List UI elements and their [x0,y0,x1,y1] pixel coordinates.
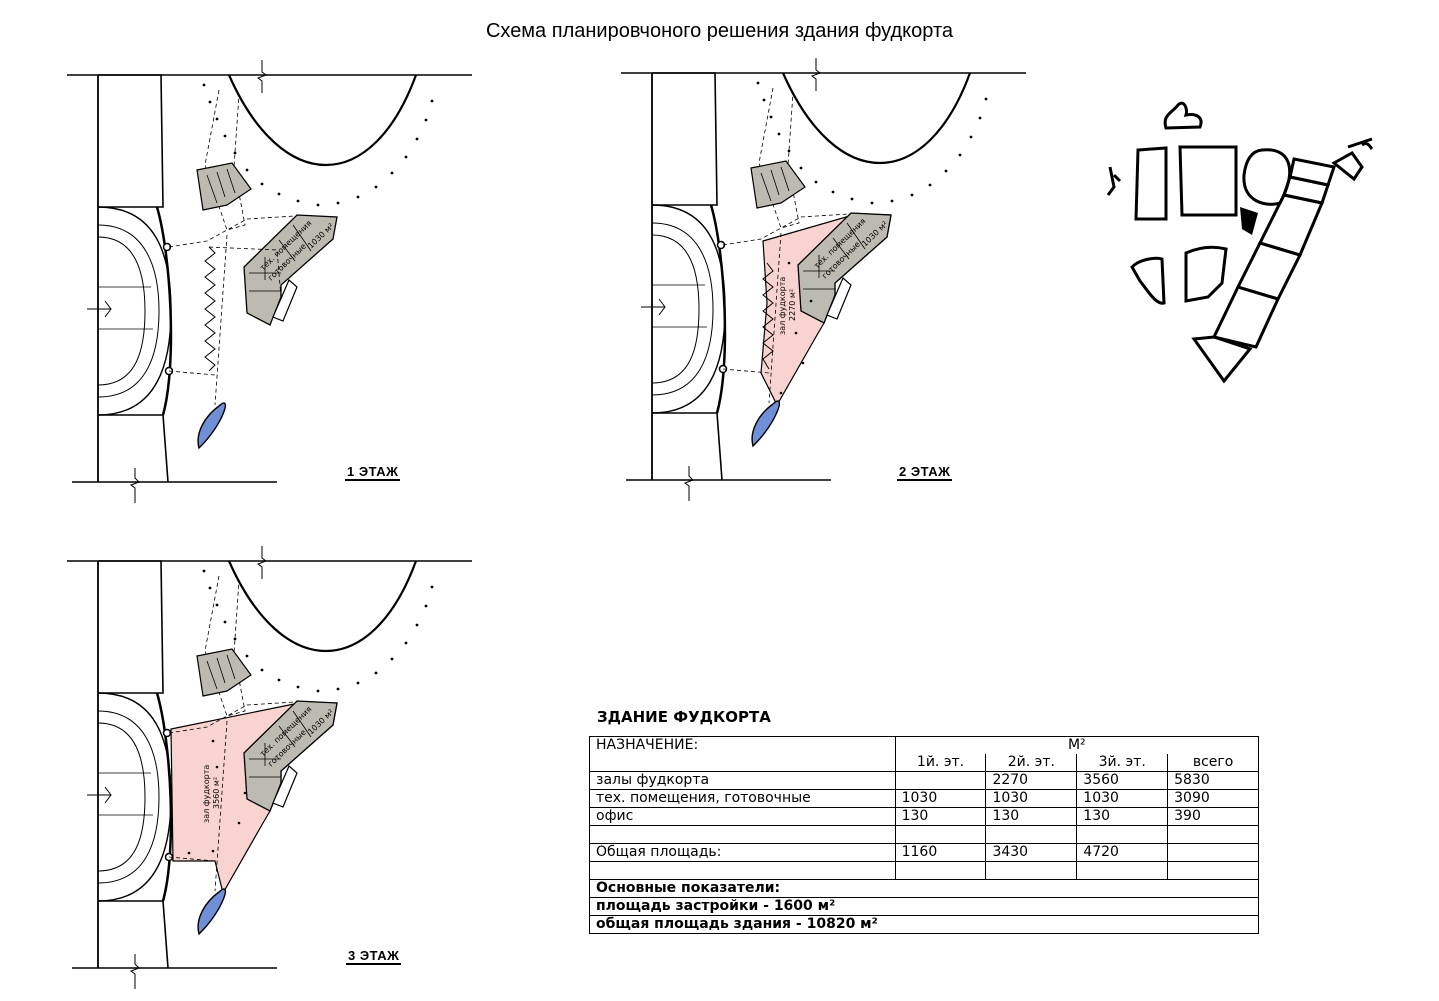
table-spacer-row [589,861,1259,880]
cell: 3090 [1167,789,1259,808]
hall-area: 3560 м² [212,777,221,809]
total-name: Общая площадь: [589,843,896,862]
row-name: тех. помещения, готовочные [589,789,896,808]
site-key-plan [1106,101,1374,384]
footprint-area: площадь застройки - 1600 м² [589,897,1259,916]
column-header: 3й. эт. [1076,754,1169,772]
table-header-row: НАЗНАЧЕНИЕ: М² [589,736,1260,754]
cell [894,771,987,790]
area-table: НАЗНАЧЕНИЕ: М² 1й. эт. 2й. эт. 3й. эт. в… [589,736,1260,934]
cell: 4720 [1076,843,1169,862]
table-row: тех. помещения, готовочные 1030 1030 103… [589,789,1259,808]
hall-label: зал фудкорта [778,277,787,335]
cell: 130 [1076,807,1169,826]
cell: 1030 [985,789,1078,808]
floor-label-2: 2 ЭТАЖ [897,464,953,481]
cell: 1030 [894,789,987,808]
row-name: офис [589,807,896,826]
hall-label: зал фудкорта [202,765,211,823]
gross-area-row: общая площадь здания - 10820 м² [589,915,1259,934]
table-total-row: Общая площадь: 1160 3430 4720 [589,843,1259,862]
table-heading: ЗДАНИЕ ФУДКОРТА [597,708,771,726]
unit-header: М² [894,736,1260,754]
table-columns-row: 1й. эт. 2й. эт. 3й. эт. всего [589,754,1259,772]
cell: 390 [1167,807,1259,826]
hall-area: 2270 м² [788,289,797,321]
table-row: залы фудкорта 2270 3560 5830 [589,771,1259,790]
indicators-heading: Основные показатели: [589,879,1259,898]
floor-label-1: 1 ЭТАЖ [345,464,401,481]
cell: 3430 [985,843,1078,862]
cell: 130 [985,807,1078,826]
cell: 1030 [1076,789,1169,808]
table-spacer-row [589,825,1259,844]
floor-plan-3: зал фудкорта 3560 м² тех. помещения гото… [65,544,474,991]
indicators-heading-row: Основные показатели: [589,879,1259,898]
table-row: офис 130 130 130 390 [589,807,1259,826]
column-header: всего [1167,754,1259,772]
column-header: 2й. эт. [985,754,1078,772]
floor-plan-1: тех. помещения готовочные 1030 м² [65,58,474,505]
cell: 5830 [1167,771,1259,790]
cell: 1160 [894,843,987,862]
gross-area: общая площадь здания - 10820 м² [589,915,1259,934]
cell: 130 [894,807,987,826]
cell [1167,843,1259,862]
floor-plan-2: зал фудкорта 2270 м² тех. помещения гото… [619,56,1028,503]
purpose-header: НАЗНАЧЕНИЕ: [589,736,896,754]
column-header: 1й. эт. [894,754,987,772]
footprint-row: площадь застройки - 1600 м² [589,897,1259,916]
row-name: залы фудкорта [589,771,896,790]
cell: 2270 [985,771,1078,790]
cell: 3560 [1076,771,1169,790]
floor-label-3: 3 ЭТАЖ [346,948,402,965]
page-title: Схема планировчоного решения здания фудк… [485,20,954,42]
